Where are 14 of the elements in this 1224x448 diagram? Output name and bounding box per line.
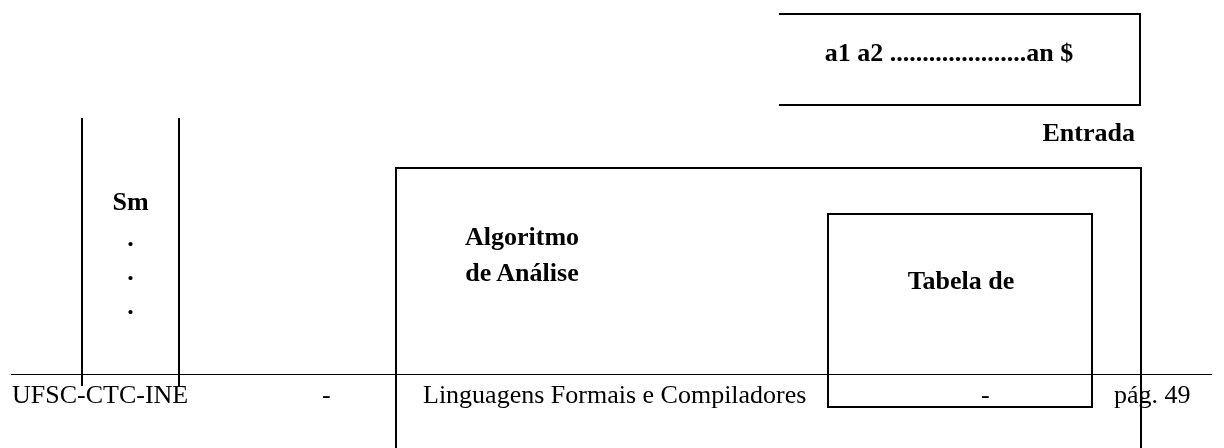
- ellipsis-dot: .: [126, 290, 135, 322]
- footer-text: UFSC-CTC-INE: [12, 380, 189, 410]
- tape-caption: Entrada: [1041, 117, 1135, 149]
- ellipsis-dot: .: [126, 256, 135, 288]
- separator-text: -: [981, 380, 990, 410]
- stack-column: [81, 118, 180, 386]
- node-label: a1 a2 .....................an $: [823, 37, 1075, 69]
- footer-text: Linguagens Formais e Compiladores: [423, 380, 807, 410]
- table-box: [827, 213, 1093, 408]
- node-label: Tabela de: [906, 265, 1016, 297]
- node-label: Algoritmo de Análise: [463, 221, 581, 289]
- node-label: Sm: [111, 186, 150, 218]
- ellipsis-dot: .: [126, 222, 135, 254]
- separator-text: -: [322, 380, 331, 410]
